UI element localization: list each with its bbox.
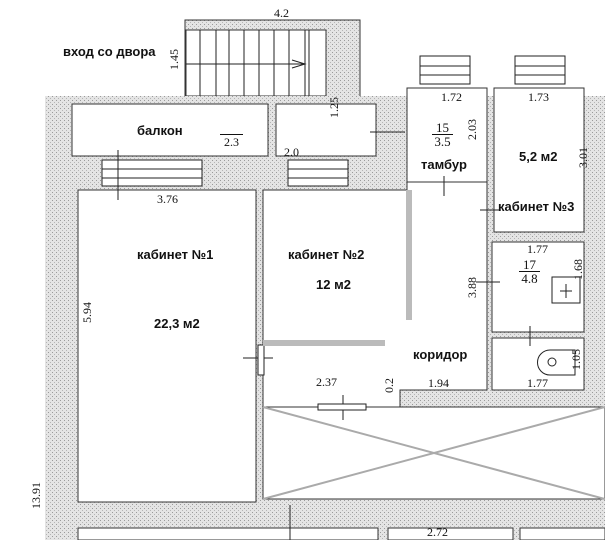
- outer-walls: [45, 87, 605, 540]
- office3-label: кабинет №3: [498, 199, 575, 214]
- windows: [101, 55, 566, 187]
- vestibule-width-dim: 1.72: [441, 90, 462, 104]
- stair-landing-dim: 1.25: [327, 97, 341, 118]
- doors: [117, 131, 531, 540]
- staircase: [184, 19, 361, 98]
- corridor-dim-right: 1.94: [428, 376, 449, 390]
- balcony-label: балкон: [137, 123, 183, 138]
- stair-depth-dim: 1.45: [167, 49, 181, 70]
- corridor-dim-left: 2.37: [316, 375, 337, 389]
- wc-width-dim: 1.77: [527, 376, 548, 390]
- vestibule-height-dim: 2.03: [465, 119, 479, 140]
- total-height-dim: 13.91: [29, 482, 43, 509]
- wc-height-dim: 1.05: [569, 349, 583, 370]
- bathroom-height-dim: 1.68: [571, 259, 585, 280]
- bathroom-side-dim: 3.88: [465, 277, 479, 298]
- landing-width-dim: 2.0: [284, 145, 299, 159]
- vestibule-number: 15: [432, 121, 453, 135]
- vestibule-area-value: 3.5: [434, 134, 451, 149]
- office2-area: 12 м2: [316, 277, 351, 292]
- stair-width-dim: 4.2: [274, 6, 289, 20]
- office3-area: 5,2 м2: [519, 149, 558, 164]
- office1-label: кабинет №1: [137, 247, 214, 262]
- corridor-label: коридор: [413, 347, 468, 362]
- bottom-room-dim: 2.72: [427, 525, 448, 539]
- bathroom-number: 17: [519, 258, 540, 272]
- office1-area: 22,3 м2: [154, 316, 200, 331]
- entrance-label: вход со двора: [63, 44, 156, 59]
- office1-width-dim: 3.76: [157, 192, 178, 206]
- vestibule-area: 15 3.5: [432, 121, 453, 148]
- office3-width-dim: 1.73: [528, 90, 549, 104]
- bathroom-area: 17 4.8: [519, 258, 540, 285]
- office2-label: кабинет №2: [288, 247, 365, 262]
- fixtures: [537, 276, 581, 376]
- vestibule-label: тамбур: [421, 157, 467, 172]
- corridor-dim-wall: 0.2: [382, 378, 396, 393]
- gray-partitions: [263, 190, 412, 346]
- office1-height-dim: 5.94: [80, 302, 94, 323]
- balcony-dim: 2.3: [220, 134, 243, 150]
- bathroom-area-value: 4.8: [521, 271, 538, 286]
- bathroom-width-dim: 1.77: [527, 242, 548, 256]
- office3-height-dim: 3.01: [576, 147, 590, 168]
